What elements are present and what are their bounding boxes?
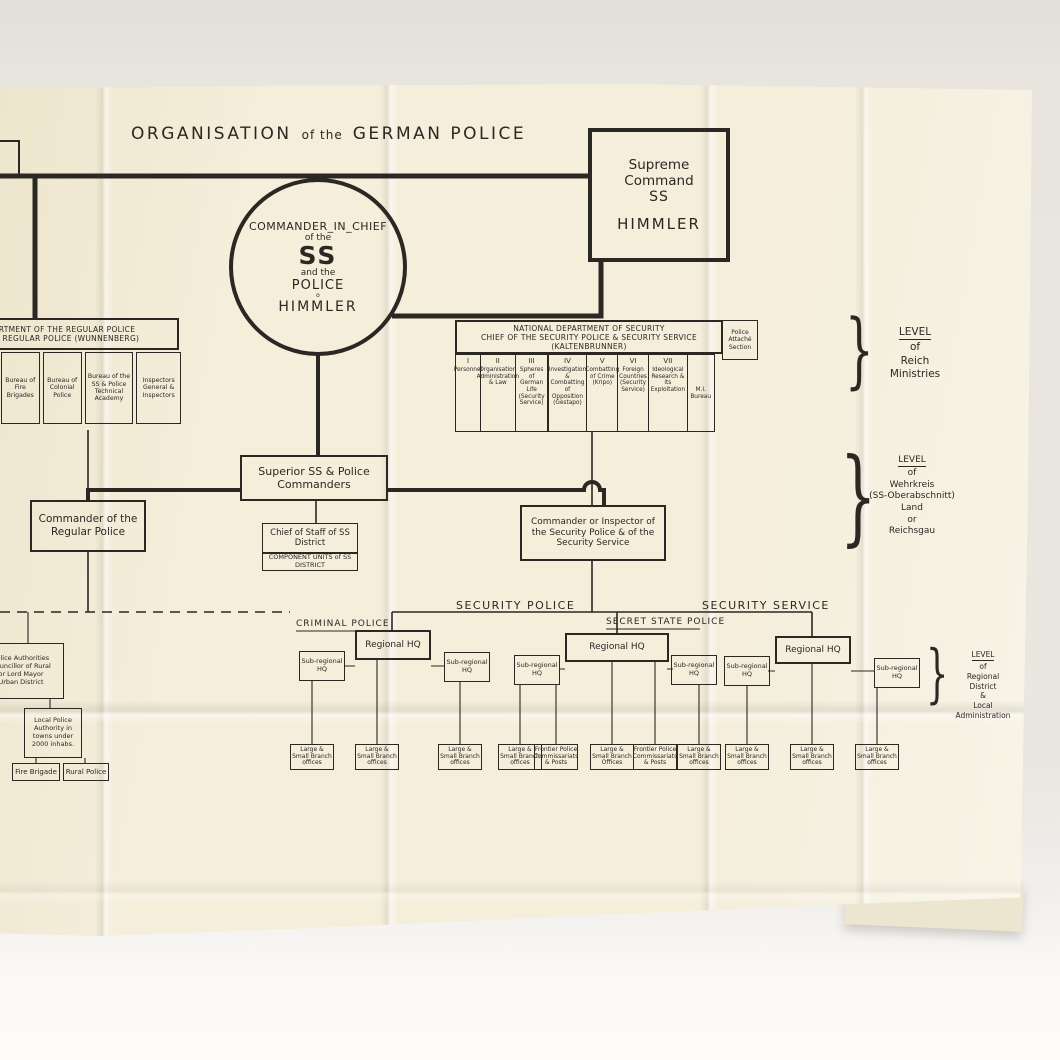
regular-police-header-line2: E REGULAR POLICE (WUNNENBERG)	[0, 334, 140, 343]
bureau-label: Foreign Countries (Security Service)	[619, 367, 647, 394]
sub-regional-hq: Sub-regional HQ	[514, 655, 560, 685]
bureau-box: Bureau of Colonial Police	[42, 352, 82, 424]
title-word-2: of the	[301, 128, 343, 142]
bureau-label: Organisation Administration & Law	[476, 367, 520, 387]
supreme-command-name: HIMMLER	[617, 215, 701, 234]
circle-line-1: COMMANDER_IN_CHIEF	[248, 219, 388, 233]
local-police-authority-box: Local Police Authority in towns under 20…	[24, 708, 82, 758]
commander-in-chief-circle: COMMANDER_IN_CHIEF of the SS and the POL…	[229, 178, 407, 356]
branch-office-box: Large & Small Branch offices	[855, 744, 899, 770]
commander-regular-police-box: Commander of the Regular Police	[30, 500, 146, 552]
supreme-command-box: Supreme Command SS HIMMLER	[588, 128, 730, 262]
bureau-numeral: VII	[663, 357, 673, 365]
security-bureau: III Spheres of German Life (Security Ser…	[514, 354, 549, 432]
chief-of-staff-box: Chief of Staff of SS District	[262, 523, 358, 553]
level-regional: LEVEL of Regional District & Local Admin…	[946, 650, 1020, 721]
security-dept-header-line3: (KALTENBRUNNER)	[551, 341, 627, 351]
sub-regional-hq: Sub-regional HQ	[299, 651, 345, 681]
commander-inspector-box: Commander or Inspector of the Security P…	[520, 505, 666, 561]
brace-regional: }	[926, 637, 949, 711]
cut-off-box-top-left	[0, 140, 20, 178]
branch-office-box: Large & Small Branch offices	[290, 744, 334, 770]
superior-commanders-box: Superior SS & Police Commanders	[240, 455, 388, 501]
regional-hq-criminal: Regional HQ	[355, 630, 431, 660]
security-police-label: SECURITY POLICE	[456, 599, 576, 612]
branch-office-box: Large & Small Branch offices	[790, 744, 834, 770]
sub-regional-hq: Sub-regional HQ	[444, 652, 490, 682]
security-bureau: VII Ideological Research & its Exploitat…	[647, 354, 688, 432]
chart-title: ORGANISATION of the GERMAN POLICE	[131, 124, 526, 144]
fire-brigade-box: Fire Brigade	[12, 763, 60, 781]
frontier-police-box: Frontier Police Commissariats & Posts	[633, 744, 677, 770]
brace-reich-ministries: }	[845, 303, 874, 398]
bureau-box: Bureau of the SS & Police Technical Acad…	[84, 352, 134, 424]
security-service-label: SECURITY SERVICE	[702, 599, 830, 612]
level-title: LEVEL	[971, 650, 995, 661]
branch-office-box: Large & Small Branch offices	[355, 744, 399, 770]
regional-hq-security-service: Regional HQ	[775, 636, 851, 664]
sub-regional-hq: Sub-regional HQ	[724, 656, 770, 686]
security-dept-header-line1: NATIONAL DEPARTMENT OF SECURITY	[513, 323, 665, 333]
branch-office-box: Large & Small Branch offices	[677, 744, 721, 770]
level-title: LEVEL	[898, 326, 932, 340]
bureau-numeral: VI	[629, 357, 637, 365]
title-word-3: GERMAN POLICE	[352, 124, 527, 144]
bureau-box: Bureau of Fire Brigades	[0, 352, 40, 424]
security-dept-header-line2: CHIEF OF THE SECURITY POLICE & SECURITY …	[481, 332, 697, 342]
level-body: of Reich Ministries	[889, 341, 941, 381]
regular-police-bureaus: Bureaus of Technical Emergency Corps Bur…	[0, 352, 181, 424]
bureau-numeral: IV	[564, 357, 571, 365]
security-bureau: M.I. Bureau	[686, 354, 715, 432]
level-body: of Regional District & Local Administrat…	[955, 662, 1011, 720]
criminal-police-label: CRIMINAL POLICE	[296, 619, 390, 629]
brace-wehrkreis: }	[840, 435, 877, 557]
circle-police: POLICE	[291, 277, 345, 293]
branch-office-box: Large & Small Branch offices	[438, 744, 482, 770]
regional-hq-secret-state: Regional HQ	[565, 633, 669, 662]
bureau-numeral: I	[466, 357, 470, 365]
sub-regional-hq: Sub-regional HQ	[874, 658, 920, 688]
level-title: LEVEL	[898, 455, 926, 467]
circle-name: HIMMLER	[278, 298, 358, 315]
secret-state-police-label: SECRET STATE POLICE	[606, 617, 726, 627]
security-bureau: V Combatting of Crime (Kripo)	[585, 354, 620, 432]
branch-office-box: Large & Small Branch Offices	[590, 744, 634, 770]
police-attache-box: Police Attaché Section	[722, 320, 758, 360]
bureau-label: M.I. Bureau	[690, 387, 712, 400]
bureau-label: Ideological Research & its Exploitation	[650, 367, 686, 394]
rural-police-box: Rural Police	[63, 763, 109, 781]
component-units-box: COMPONENT UNITS of SS DISTRICT	[262, 553, 358, 571]
security-bureau: VI Foreign Countries (Security Service)	[617, 354, 650, 432]
branch-office-box: Large & Small Branch offices	[725, 744, 769, 770]
supreme-command-ss: SS	[649, 189, 669, 206]
supreme-command-line: Supreme Command	[624, 156, 694, 190]
title-word-1: ORGANISATION	[131, 124, 292, 144]
bureau-numeral: III	[528, 357, 535, 365]
level-reich-ministries: LEVEL of Reich Ministries	[879, 326, 951, 382]
sub-regional-hq: Sub-regional HQ	[671, 655, 717, 685]
circle-ss: SS	[298, 240, 338, 270]
regular-police-header: RTMENT OF THE REGULAR POLICE E REGULAR P…	[0, 318, 179, 350]
bureau-numeral: II	[495, 357, 500, 365]
security-bureau: I Personnel	[454, 354, 482, 432]
circle-line-4: and the	[300, 267, 336, 278]
bureau-numeral: V	[599, 357, 605, 365]
level-body: of Wehrkreis (SS-Oberabschnitt) Land or …	[869, 468, 955, 537]
paper-crease	[0, 880, 1032, 904]
bureau-label: Investigation & Combatting of Opposition…	[548, 367, 587, 407]
security-dept-bureaus: I Personnel II Organisation Administrati…	[454, 354, 723, 432]
regular-police-header-line1: RTMENT OF THE REGULAR POLICE	[0, 325, 136, 334]
bureau-label: Spheres of German Life (Security Service…	[518, 367, 545, 407]
security-bureau: II Organisation Administration & Law	[476, 354, 520, 432]
security-dept-header: NATIONAL DEPARTMENT OF SECURITY CHIEF OF…	[455, 320, 723, 354]
frontier-police-box: Frontier Police Commissariats & Posts	[534, 744, 578, 770]
bureau-label: Combatting of Crime (Kripo)	[585, 367, 620, 387]
level-wehrkreis: LEVEL of Wehrkreis (SS-Oberabschnitt) La…	[868, 455, 956, 538]
security-bureau: IV Investigation & Combatting of Opposit…	[547, 354, 588, 432]
bureau-box: Inspectors General & Inspectors	[136, 352, 181, 424]
clipped-local-authorities-box: Police Authorities Councillor of Rural o…	[0, 643, 64, 699]
